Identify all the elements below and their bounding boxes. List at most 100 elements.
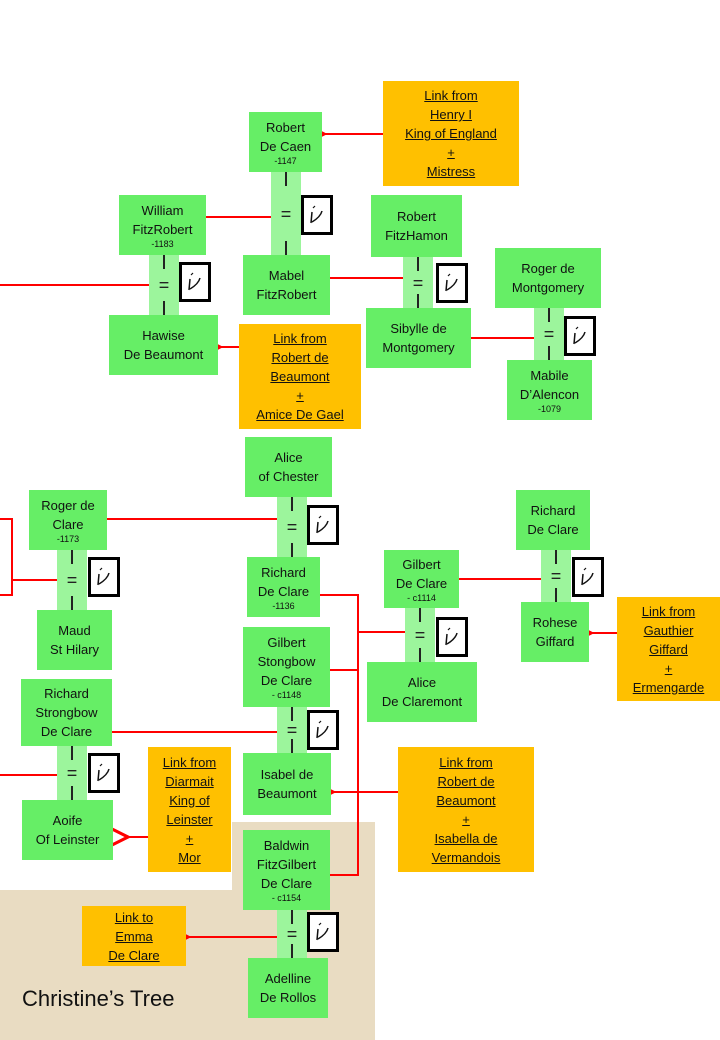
person-name-line: FitzHamon: [385, 228, 448, 243]
link-text-line[interactable]: +: [664, 660, 673, 676]
link-text-line[interactable]: Ermengarde: [632, 679, 705, 695]
link-text-line[interactable]: Diarmait: [165, 773, 214, 789]
person-name-line: Hawise: [142, 328, 185, 343]
marriage-symbol: =: [550, 566, 562, 586]
info-button[interactable]: [88, 557, 120, 597]
marriage-symbol: =: [280, 203, 292, 224]
link-text-line[interactable]: Link from: [162, 754, 217, 770]
person-name-line: St Hilary: [49, 642, 100, 657]
link-text-line[interactable]: Isabella de: [434, 830, 498, 846]
link-text-line[interactable]: Link from: [641, 603, 696, 619]
link-text-line[interactable]: Beaumont: [270, 369, 330, 384]
link-text-line[interactable]: Emma: [115, 928, 153, 944]
link-text-line[interactable]: Robert de: [271, 350, 329, 365]
link-text-line[interactable]: King of: [169, 792, 210, 808]
link-text-line[interactable]: Leinster: [166, 811, 213, 827]
info-button[interactable]: [564, 316, 596, 356]
link-text-line[interactable]: Mistress: [426, 164, 476, 179]
link-text-line[interactable]: De Clare: [108, 947, 160, 963]
pen-signature-icon: [581, 567, 594, 586]
info-button[interactable]: [436, 617, 468, 657]
link-text-line[interactable]: +: [462, 811, 470, 827]
marriage-connector: =: [277, 707, 307, 753]
link-text-line[interactable]: Link to: [114, 909, 154, 925]
marriage-connector: =: [57, 746, 87, 800]
link-text-line[interactable]: Gauthier: [643, 622, 694, 638]
link-text-line[interactable]: +: [447, 145, 455, 160]
link-text-line[interactable]: Amice De Gael: [256, 407, 344, 422]
person-box[interactable]: Maud St Hilary: [37, 610, 112, 670]
person-name-line: Gilbert: [402, 556, 441, 572]
person-name-line: Richard: [44, 686, 89, 701]
link-text-line[interactable]: King of England: [405, 126, 497, 141]
info-button[interactable]: [179, 262, 211, 302]
link-text-line[interactable]: +: [296, 388, 304, 403]
person-name-line: Of Leinster: [35, 832, 100, 847]
pen-signature-icon: [316, 515, 329, 534]
person-name-line: Robert: [265, 119, 306, 135]
marriage-symbol: =: [543, 324, 555, 344]
person-name-line: Robert: [396, 209, 437, 224]
descent-line: [291, 497, 293, 511]
info-button[interactable]: [301, 195, 333, 235]
link-text-line[interactable]: Link from: [273, 331, 327, 346]
info-button[interactable]: [88, 753, 120, 793]
info-button[interactable]: [307, 912, 339, 952]
link-text-line[interactable]: Giffard: [649, 641, 688, 657]
link-text-line[interactable]: Robert de: [437, 773, 495, 789]
person-name-line: De Clare: [260, 876, 313, 891]
link-text-line[interactable]: Mor: [178, 849, 201, 865]
family-link-box[interactable]: Link to Emma De Clare: [82, 906, 186, 966]
person-name-line: Maud: [58, 623, 91, 638]
person-name-line: Roger de: [521, 261, 575, 276]
link-text-line[interactable]: Link from: [439, 754, 493, 770]
descent-line: [71, 550, 73, 564]
descent-line: [71, 596, 73, 610]
descent-line: [291, 543, 293, 557]
marriage-symbol: =: [66, 763, 78, 783]
info-button[interactable]: [307, 710, 339, 750]
person-name-line: De Claremont: [381, 694, 463, 709]
link-text-line[interactable]: Link from: [424, 88, 478, 103]
link-text-line[interactable]: Vermandois: [431, 849, 501, 865]
marriage-connector: =: [149, 255, 179, 315]
marriage-symbol: =: [286, 720, 298, 740]
descent-line: [291, 739, 293, 753]
info-button[interactable]: [307, 505, 339, 545]
link-text-line[interactable]: Beaumont: [436, 792, 496, 808]
person-box[interactable]: Alice De Claremont: [367, 662, 477, 722]
link-text-line[interactable]: +: [185, 830, 194, 846]
link-text-line[interactable]: Henry I: [430, 107, 472, 122]
person-name-line: Alice: [407, 675, 437, 690]
info-button[interactable]: [436, 263, 468, 303]
descent-line: [548, 346, 550, 360]
info-button[interactable]: [572, 557, 604, 597]
person-name-line: Richard: [530, 503, 576, 518]
